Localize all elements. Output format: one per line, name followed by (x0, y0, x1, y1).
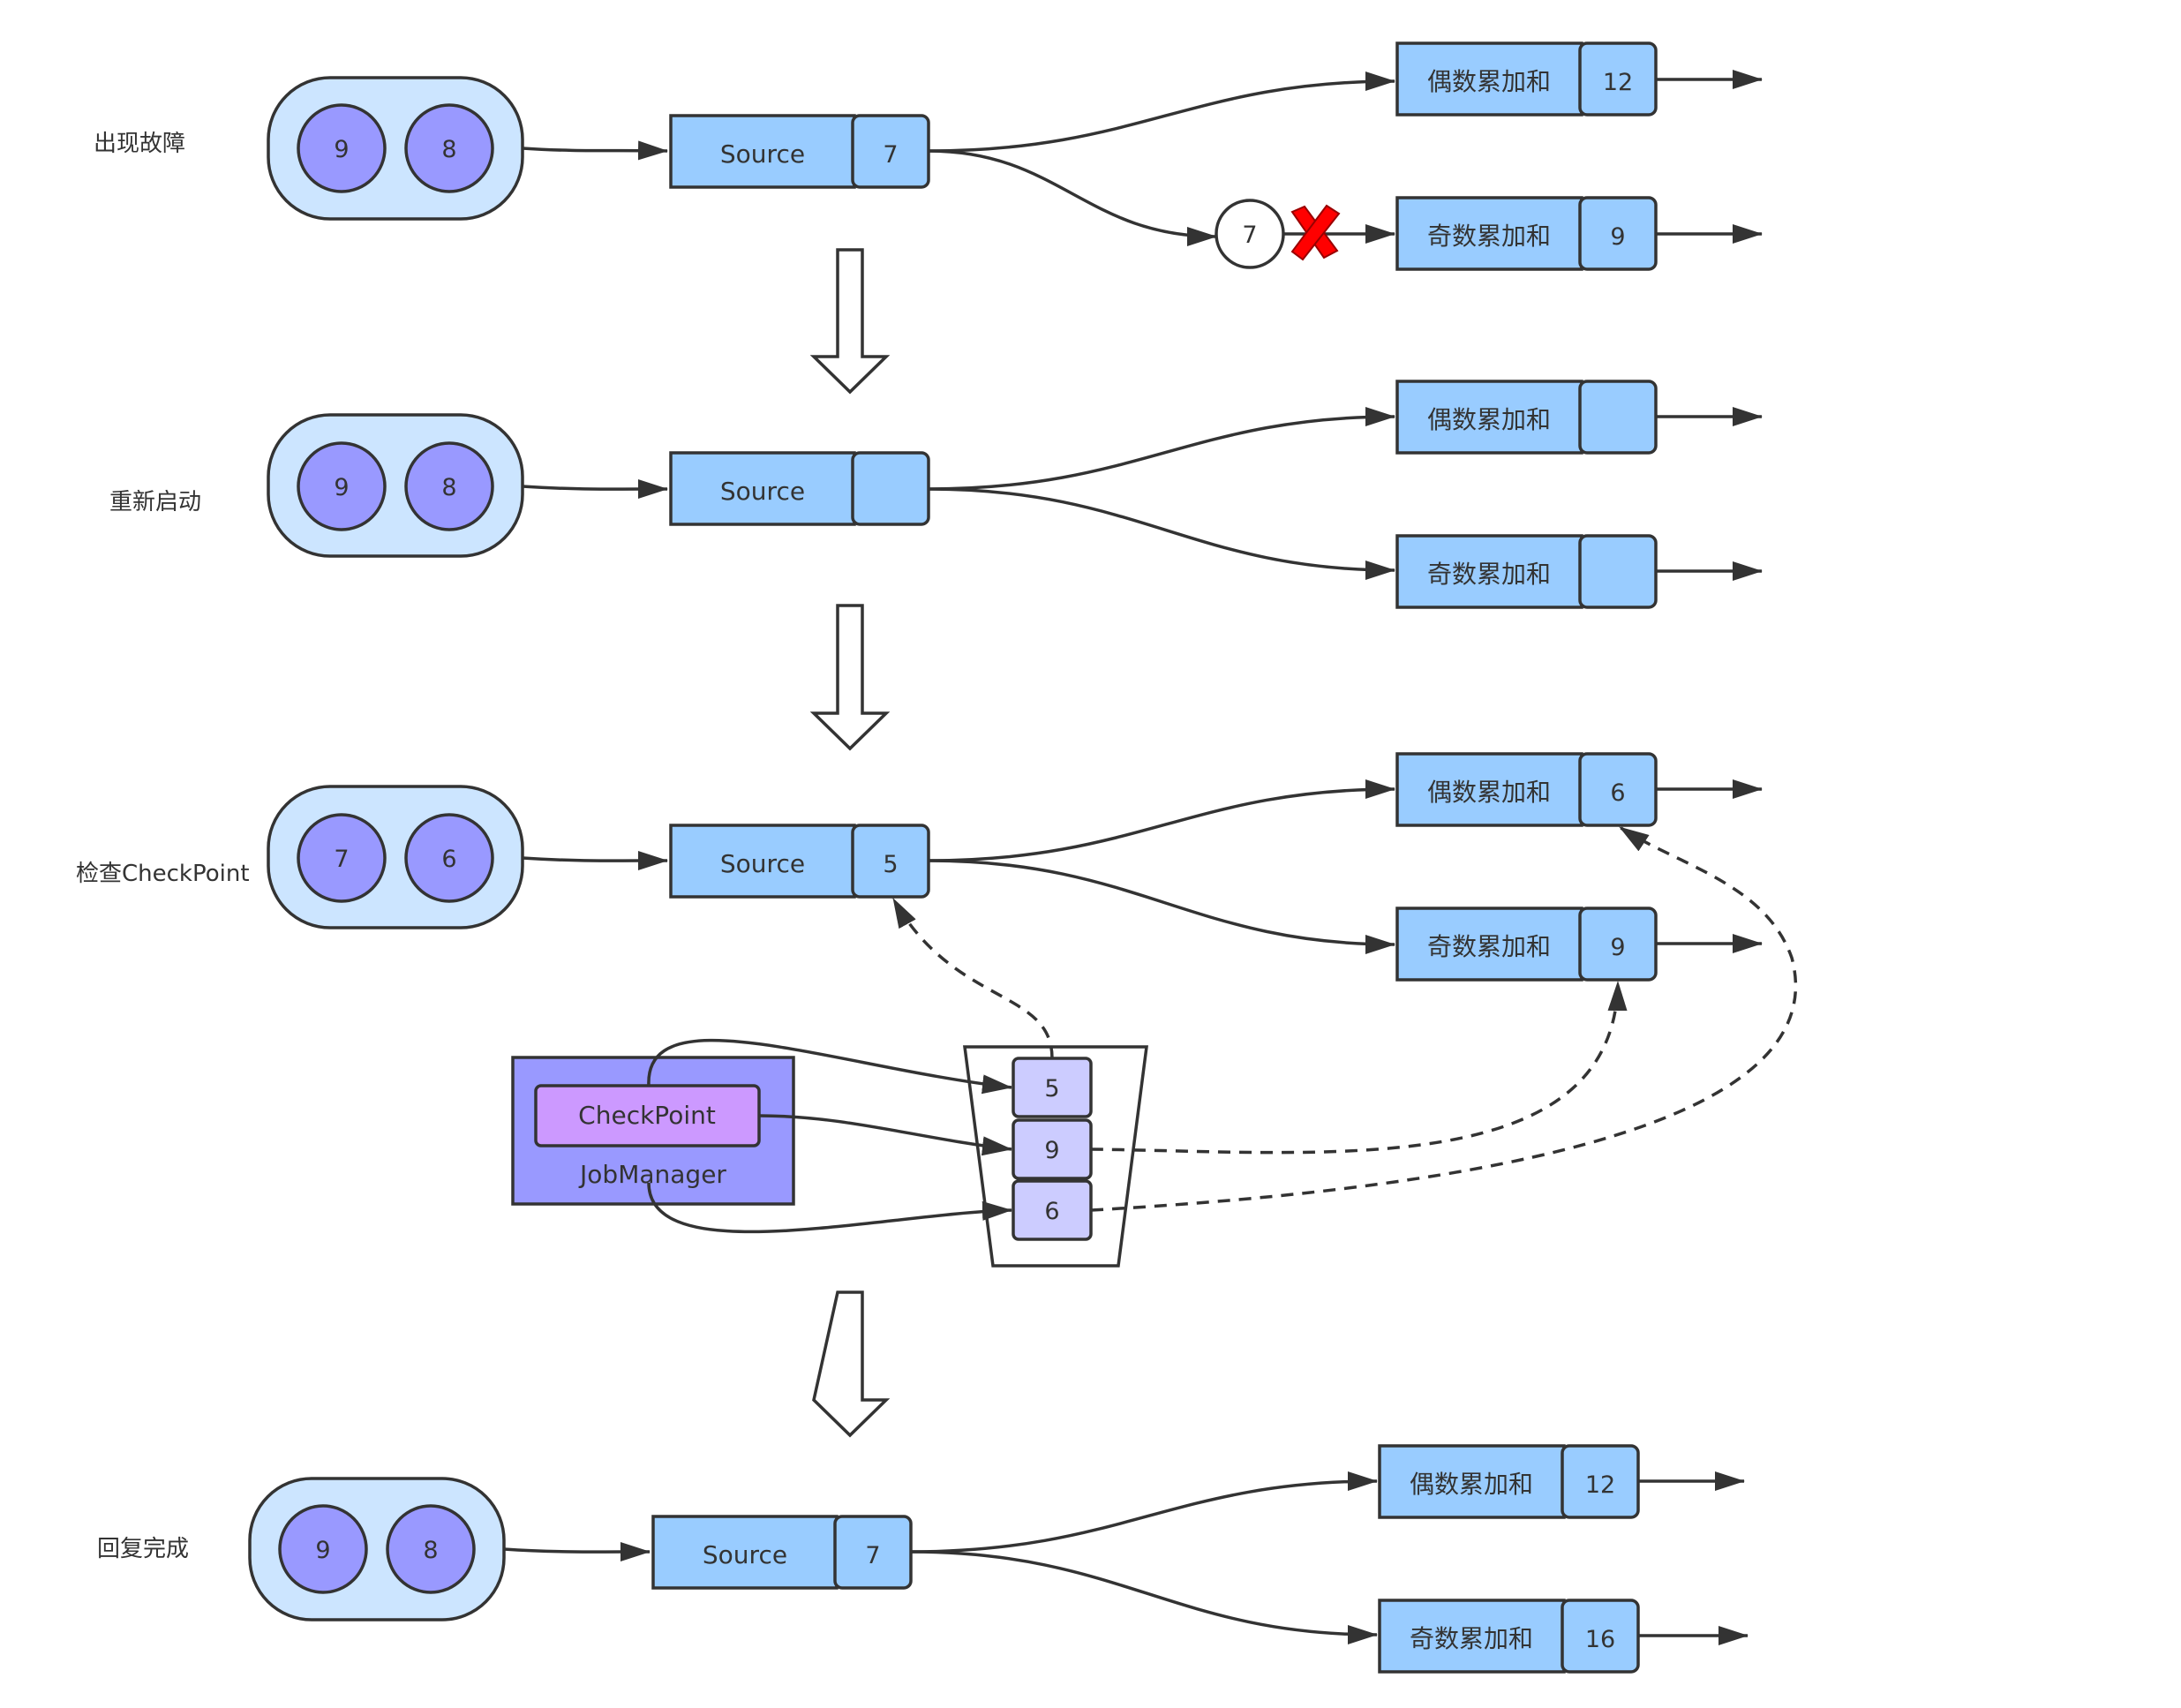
even-sum-box (1395, 380, 1583, 455)
source-offset: 7 (883, 141, 898, 169)
record-value: 8 (441, 474, 456, 501)
odd-sum-label: 奇数累加和 (1427, 560, 1551, 589)
even-sum-box (1395, 41, 1583, 117)
queue-to-source-arrow (522, 479, 668, 500)
odd-sum-box (1395, 196, 1583, 271)
down-arrow-icon (812, 1290, 891, 1438)
source-label: Source (720, 477, 805, 506)
state-cell-value: 5 (1044, 1075, 1059, 1102)
record-ball (278, 1504, 368, 1594)
record-ball (297, 441, 387, 531)
source-to-odd-arrow (928, 487, 1395, 580)
source-to-odd-arrow (910, 1550, 1378, 1644)
even-sum-label: 偶数累加和 (1427, 778, 1551, 807)
stage-check-checkpoint: 检查CheckPoint 7 6 Source 5 偶数累加和 6 奇数累加和 … (76, 752, 1798, 1268)
even-sum-label: 偶数累加和 (1427, 405, 1551, 434)
record-value: 9 (315, 1537, 330, 1564)
queue-to-source-arrow (522, 851, 668, 871)
snapshot-to-odd-state-arrow (758, 1114, 1012, 1156)
failure-x-icon (1290, 204, 1341, 261)
source-offset: 5 (883, 851, 898, 878)
restore-odd-dashed-arrow (1090, 981, 1628, 1155)
source-offset: 7 (865, 1542, 880, 1569)
source-to-even-arrow (928, 407, 1395, 491)
even-sum-box (1378, 1444, 1566, 1519)
stage-recovered: 回复完成 9 8 Source 7 偶数累加和 12 奇数累加和 16 (97, 1444, 1749, 1674)
odd-sum-label: 奇数累加和 (1410, 1624, 1533, 1653)
source-to-inflight-arrow (928, 149, 1217, 246)
source-to-even-arrow (928, 779, 1395, 862)
odd-sum-box (1378, 1599, 1566, 1674)
source-box (669, 824, 856, 899)
state-cell-value: 6 (1044, 1198, 1059, 1225)
state-cell-value: 9 (1044, 1137, 1059, 1164)
in-flight-value: 7 (1242, 222, 1257, 249)
source-to-even-arrow (928, 71, 1395, 153)
record-value: 8 (423, 1537, 438, 1564)
down-arrow-icon (809, 604, 891, 751)
even-sum-value: 6 (1610, 779, 1625, 807)
stage-label: 检查CheckPoint (76, 861, 250, 887)
odd-sum-box (1395, 907, 1583, 982)
even-sum-value: 12 (1603, 69, 1633, 96)
record-ball (404, 441, 494, 531)
record-ball (297, 103, 387, 193)
source-to-even-arrow (910, 1471, 1378, 1554)
odd-sum-label: 奇数累加和 (1427, 222, 1551, 251)
snapshot-to-source-state-arrow (647, 1038, 1012, 1095)
queue-to-source-arrow (503, 1542, 651, 1562)
record-value: 7 (334, 846, 349, 873)
snapshot-to-even-state-arrow (647, 1182, 1012, 1234)
source-label: Source (703, 1540, 787, 1569)
stage-failure: 出现故障 9 8 Source 7 7 偶数累加和 12 奇数累加和 9 (94, 41, 1763, 271)
queue-to-source-arrow (522, 140, 668, 161)
even-sum-box (1395, 752, 1583, 827)
record-value: 8 (441, 136, 456, 163)
odd-sum-value: 16 (1585, 1626, 1615, 1653)
record-ball (404, 813, 494, 903)
source-to-odd-arrow (928, 859, 1395, 954)
record-value: 9 (334, 136, 349, 163)
stage-label: 出现故障 (94, 131, 185, 157)
even-sum-label: 偶数累加和 (1427, 67, 1551, 96)
record-ball (297, 813, 387, 903)
record-ball (386, 1504, 476, 1594)
record-value: 9 (334, 474, 349, 501)
stage-label: 回复完成 (97, 1536, 189, 1562)
odd-sum-value: 9 (1610, 223, 1625, 251)
odd-sum-label: 奇数累加和 (1427, 932, 1551, 961)
stage-restart: 重新启动 9 8 Source 偶数累加和 奇数累加和 (109, 380, 1763, 609)
restore-even-dashed-arrow (1090, 825, 1798, 1212)
record-ball (404, 103, 494, 193)
source-label: Source (720, 849, 805, 878)
source-label: Source (720, 139, 805, 169)
odd-sum-value-box (1578, 534, 1658, 609)
even-sum-value-box (1578, 380, 1658, 455)
jobmanager-label: JobManager (578, 1160, 726, 1189)
even-sum-value: 12 (1585, 1471, 1615, 1499)
even-sum-label: 偶数累加和 (1410, 1470, 1533, 1499)
stage-label: 重新启动 (109, 489, 201, 515)
record-value: 6 (441, 846, 456, 873)
odd-sum-value: 9 (1610, 934, 1625, 961)
checkpoint-label: CheckPoint (578, 1101, 716, 1130)
restore-source-dashed-arrow (891, 898, 1054, 1059)
source-offset-box (851, 451, 930, 526)
down-arrow-icon (809, 248, 891, 395)
